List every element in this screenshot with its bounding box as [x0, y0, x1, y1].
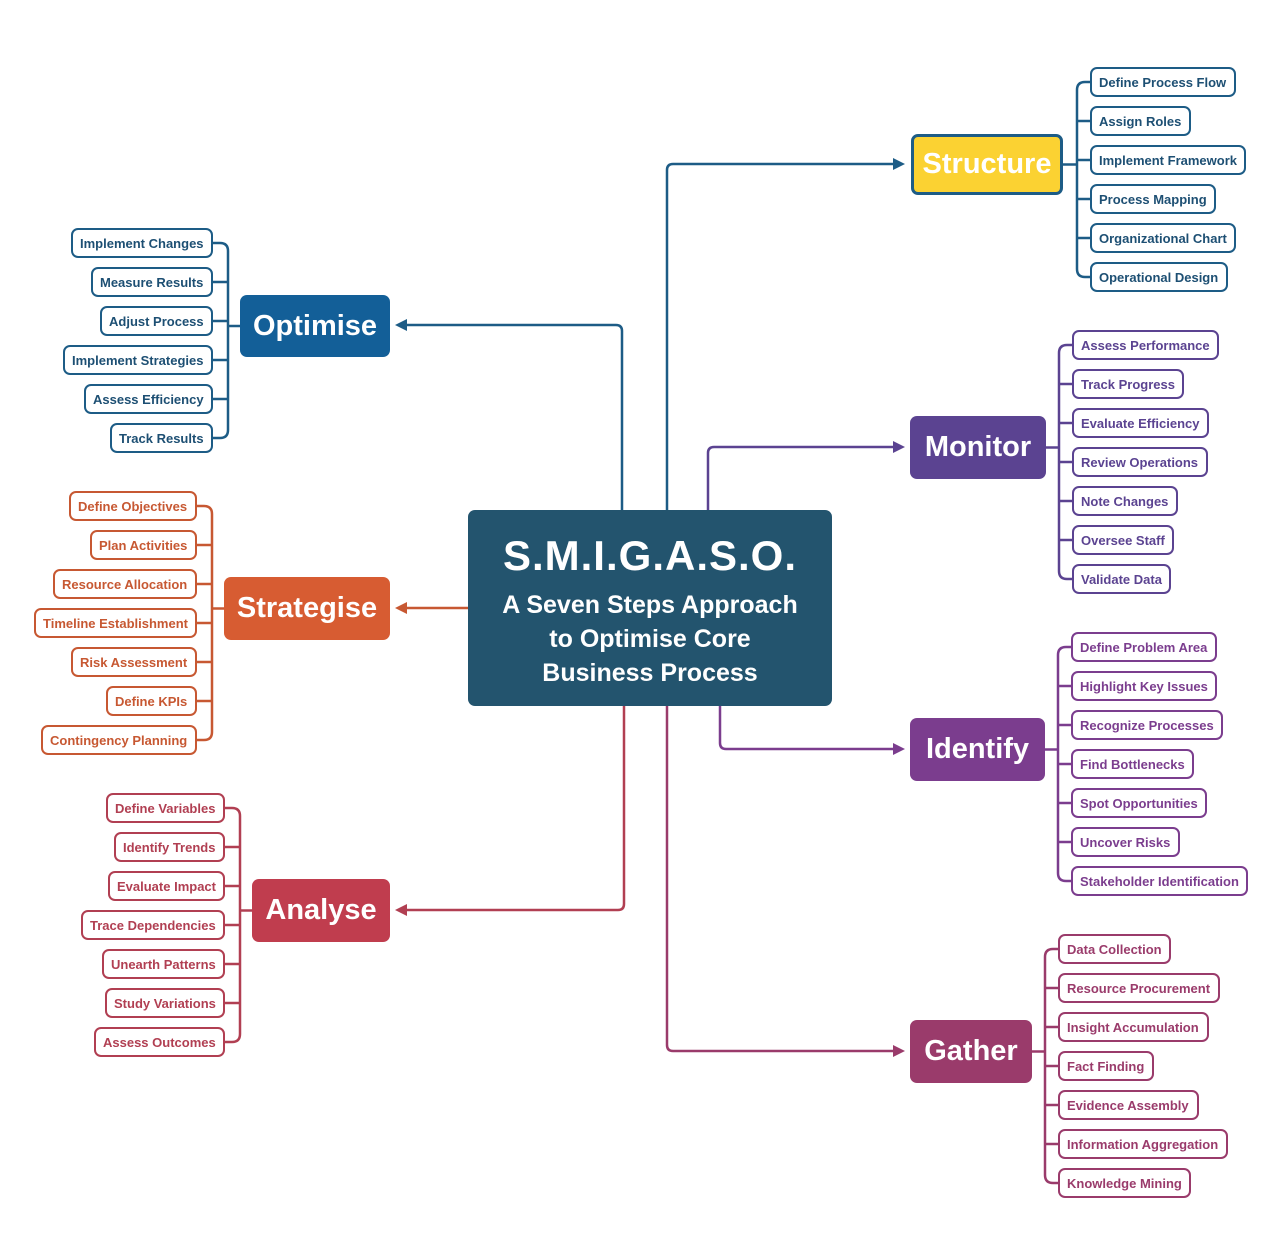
leaf-identify: Define Problem Area	[1071, 632, 1217, 662]
branch-structure: Structure	[911, 134, 1063, 195]
leaf-gather: Evidence Assembly	[1058, 1090, 1199, 1120]
identify-connector	[718, 706, 893, 751]
center-subtitle-line-1: A Seven Steps Approach	[502, 591, 798, 619]
leaf-structure: Assign Roles	[1090, 106, 1191, 136]
branch-identify: Identify	[910, 718, 1045, 781]
leaf-identify: Recognize Processes	[1071, 710, 1223, 740]
leaf-gather: Insight Accumulation	[1058, 1012, 1209, 1042]
structure-arrowhead	[893, 158, 905, 170]
optimise-connector	[407, 323, 624, 510]
leaf-monitor: Note Changes	[1072, 486, 1178, 516]
branch-monitor: Monitor	[910, 416, 1046, 479]
branch-gather: Gather	[910, 1020, 1032, 1083]
leaf-strategise: Risk Assessment	[71, 647, 197, 677]
leaf-optimise: Adjust Process	[100, 306, 213, 336]
leaf-monitor: Assess Performance	[1072, 330, 1219, 360]
leaf-strategise: Resource Allocation	[53, 569, 197, 599]
strategise-arrowhead	[395, 602, 407, 614]
leaf-gather: Information Aggregation	[1058, 1129, 1228, 1159]
leaf-strategise: Define KPIs	[106, 686, 197, 716]
gather-arrowhead	[893, 1045, 905, 1057]
leaf-optimise: Implement Strategies	[63, 345, 213, 375]
leaf-gather: Knowledge Mining	[1058, 1168, 1191, 1198]
branch-optimise: Optimise	[240, 295, 390, 357]
center-subtitle-line-3: Business Process	[542, 659, 758, 687]
center-title: S.M.I.G.A.S.O.	[502, 532, 798, 579]
leaf-strategise: Plan Activities	[90, 530, 197, 560]
leaf-analyse: Study Variations	[105, 988, 225, 1018]
optimise-arrowhead	[395, 319, 407, 331]
leaf-strategise: Define Objectives	[69, 491, 197, 521]
leaf-gather: Resource Procurement	[1058, 973, 1220, 1003]
leaf-monitor: Review Operations	[1072, 447, 1208, 477]
leaf-identify: Stakeholder Identification	[1071, 866, 1248, 896]
optimise-bracket	[213, 241, 230, 440]
leaf-optimise: Track Results	[110, 423, 213, 453]
analyse-connector	[407, 706, 626, 912]
leaf-identify: Highlight Key Issues	[1071, 671, 1217, 701]
leaf-monitor: Track Progress	[1072, 369, 1184, 399]
leaf-analyse: Assess Outcomes	[94, 1027, 225, 1057]
leaf-strategise: Timeline Establishment	[34, 608, 197, 638]
leaf-identify: Spot Opportunities	[1071, 788, 1207, 818]
leaf-gather: Data Collection	[1058, 934, 1171, 964]
leaf-strategise: Contingency Planning	[41, 725, 197, 755]
analyse-arrowhead	[395, 904, 407, 916]
leaf-structure: Define Process Flow	[1090, 67, 1236, 97]
leaf-analyse: Unearth Patterns	[102, 949, 225, 979]
structure-bracket	[1075, 80, 1090, 279]
leaf-gather: Fact Finding	[1058, 1051, 1154, 1081]
leaf-structure: Operational Design	[1090, 262, 1228, 292]
center-subtitle: A Seven Steps Approach to Optimise Core …	[468, 588, 832, 690]
identify-arrowhead	[893, 743, 905, 755]
monitor-connector	[706, 445, 893, 510]
leaf-structure: Organizational Chart	[1090, 223, 1236, 253]
leaf-optimise: Implement Changes	[71, 228, 213, 258]
leaf-analyse: Define Variables	[106, 793, 225, 823]
leaf-analyse: Evaluate Impact	[108, 871, 225, 901]
leaf-analyse: Identify Trends	[114, 832, 225, 862]
leaf-identify: Find Bottlenecks	[1071, 749, 1194, 779]
gather-connector	[665, 706, 893, 1053]
leaf-monitor: Validate Data	[1072, 564, 1171, 594]
leaf-monitor: Evaluate Efficiency	[1072, 408, 1209, 438]
leaf-monitor: Oversee Staff	[1072, 525, 1174, 555]
branch-analyse: Analyse	[252, 879, 390, 942]
branch-strategise: Strategise	[224, 577, 390, 640]
leaf-analyse: Trace Dependencies	[81, 910, 225, 940]
leaf-structure: Process Mapping	[1090, 184, 1216, 214]
center-subtitle-line-2: to Optimise Core	[549, 625, 751, 653]
central-topic: S.M.I.G.A.S.O. A Seven Steps Approach to…	[468, 510, 832, 706]
leaf-optimise: Assess Efficiency	[84, 384, 213, 414]
leaf-optimise: Measure Results	[91, 267, 213, 297]
monitor-arrowhead	[893, 441, 905, 453]
structure-connector	[665, 162, 893, 510]
leaf-structure: Implement Framework	[1090, 145, 1246, 175]
leaf-identify: Uncover Risks	[1071, 827, 1180, 857]
